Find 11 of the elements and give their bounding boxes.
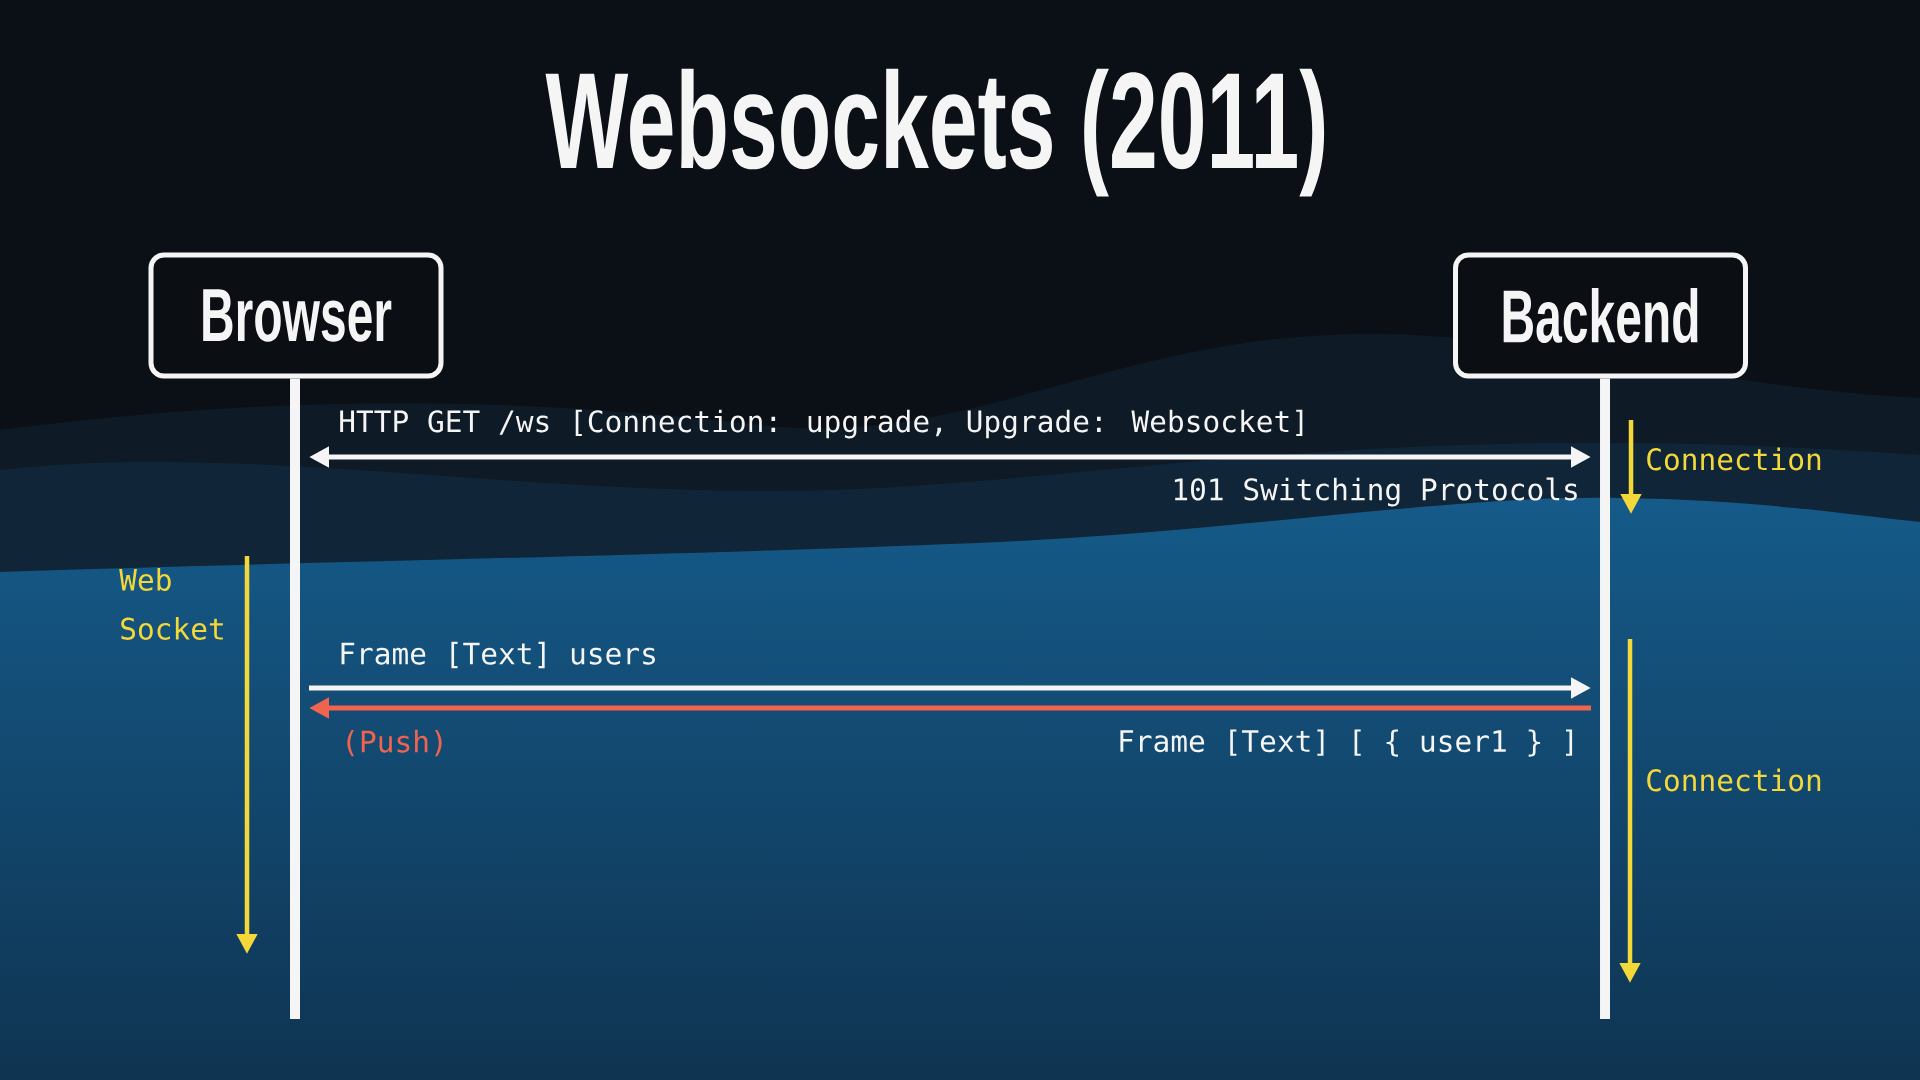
edge-label: Frame [Text] [ { user1 } ] <box>1120 729 1573 757</box>
message-label: 101 Switching Protocols <box>1174 477 1577 507</box>
annotation-label: Connection <box>1647 768 1821 792</box>
message-label: (Push) <box>347 729 442 757</box>
annotation-label: Web Socket <box>119 568 223 640</box>
edge-label: HTTP GET /ws [Connection: upgrade, Upgrade: Websocket] <box>340 409 1303 439</box>
participant-box: Backend <box>1453 252 1748 379</box>
title: Websockets (2011) <box>545 68 1325 197</box>
annotation-label: Connection <box>1647 447 1821 471</box>
participant-box: Browser <box>148 252 444 379</box>
edge-label: Frame [Text] users <box>341 641 655 669</box>
